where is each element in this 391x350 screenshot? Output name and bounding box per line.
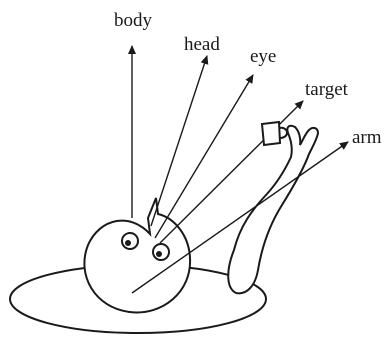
eye-left	[122, 233, 138, 249]
body-label: body	[114, 10, 153, 31]
arm-label: arm	[352, 127, 382, 148]
target-label: target	[305, 79, 349, 100]
eye-arrow	[155, 75, 253, 238]
arm-shape	[228, 126, 318, 293]
head-arrow	[151, 56, 207, 226]
target-arrow	[160, 101, 303, 243]
head-label: head	[184, 34, 220, 55]
eye-label: eye	[250, 46, 276, 67]
eye-right	[153, 244, 169, 260]
mug-icon	[262, 122, 287, 145]
head-shape	[84, 198, 190, 312]
